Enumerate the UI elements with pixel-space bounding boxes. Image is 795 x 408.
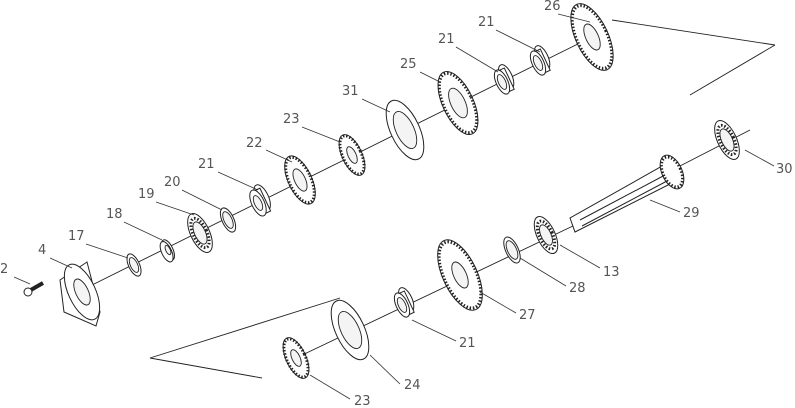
leader-line — [744, 149, 775, 167]
nut-part — [159, 239, 175, 263]
flange-part — [59, 261, 101, 327]
leader-line — [369, 354, 401, 385]
leader-lines — [13, 13, 775, 400]
bushing-part — [249, 184, 272, 217]
gear-part — [570, 3, 614, 71]
washer-part — [503, 236, 521, 264]
upper-axis — [81, 32, 601, 291]
callout-21-c: 21 — [198, 157, 215, 172]
bearing-part — [533, 215, 559, 255]
gear-part — [338, 134, 366, 176]
gear-part — [437, 71, 479, 135]
callout-25: 25 — [400, 57, 417, 72]
callout-13: 13 — [603, 265, 620, 280]
leader-line — [265, 149, 293, 163]
leader-line — [557, 13, 591, 23]
leader-line — [361, 98, 391, 113]
leader-line — [479, 291, 517, 314]
leader-line — [559, 244, 601, 269]
callout-22: 22 — [246, 136, 263, 151]
callout-29: 29 — [683, 206, 700, 221]
gear-part — [437, 239, 483, 311]
callout-27: 27 — [519, 308, 536, 323]
bearing-part — [187, 213, 213, 253]
leader-line — [13, 276, 31, 285]
callout-18: 18 — [106, 207, 123, 222]
callout-24: 24 — [404, 378, 421, 393]
callout-2: 2 — [0, 262, 8, 277]
callout-21-lower: 21 — [459, 336, 476, 351]
parts-group — [23, 3, 740, 379]
callout-19: 19 — [138, 187, 155, 202]
callout-23-lower: 23 — [354, 394, 371, 408]
callout-31: 31 — [342, 84, 359, 99]
leader-line — [123, 221, 163, 241]
callout-26: 26 — [544, 0, 561, 14]
bushing-part — [393, 287, 415, 318]
gear-part — [282, 337, 310, 379]
leader-line — [649, 199, 681, 213]
bolt-part — [23, 281, 44, 297]
callout-23-upper: 23 — [283, 112, 300, 127]
leader-line — [85, 243, 129, 259]
bushing-part — [529, 45, 551, 76]
leader-line — [519, 257, 567, 287]
right-axis — [679, 129, 751, 167]
leader-line — [181, 189, 223, 211]
leader-line — [155, 201, 195, 216]
leader-line — [411, 319, 457, 342]
washer-part — [126, 253, 142, 277]
leader-line — [455, 46, 499, 73]
callout-20: 20 — [164, 175, 181, 190]
leader-line — [419, 71, 441, 83]
leader-line — [49, 257, 73, 269]
callout-28: 28 — [569, 281, 586, 296]
callout-21-a: 21 — [478, 15, 495, 30]
leader-line — [309, 374, 351, 400]
output-shaft — [569, 154, 685, 233]
leader-line — [495, 29, 541, 53]
plane-outline — [149, 19, 776, 379]
synchro-part — [385, 99, 425, 161]
callout-30: 30 — [776, 162, 793, 177]
ring-part — [219, 207, 237, 233]
bushing-part — [493, 64, 515, 95]
leader-line — [217, 171, 259, 191]
callout-17: 17 — [68, 229, 85, 244]
callout-21-b: 21 — [438, 32, 455, 47]
callout-4: 4 — [38, 243, 46, 258]
synchro-part — [330, 299, 370, 361]
gear-part — [284, 155, 316, 205]
leader-line — [301, 126, 341, 143]
bearing-part — [714, 120, 740, 160]
